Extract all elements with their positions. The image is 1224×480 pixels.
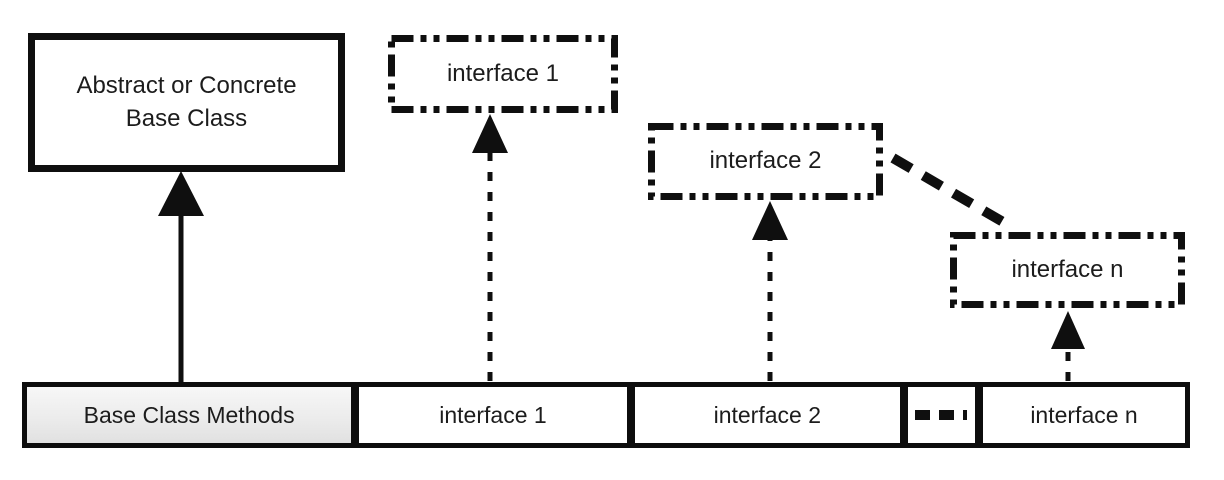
interface-1-label-text: interface 1 [446,59,560,87]
interface-1-realization-arrow [472,114,508,381]
interface-n-box [950,232,1185,308]
interface-2-realization-arrow [752,201,788,381]
base-class-generalization-arrow [158,171,204,383]
base-class-label-line2: Base Class [125,104,248,132]
bottom-bar: Base Class Methods interface 1 interface… [22,382,1190,448]
interface-1-label: interface 1 [391,38,615,110]
interface-2-to-n-connector [890,153,1013,231]
interface-n-realization-arrow [1051,311,1085,381]
interface-2-label-text: interface 2 [709,147,822,175]
interface-1-cell: interface 1 [359,387,627,443]
interface-1-box [388,35,618,113]
base-class-label-line1: Abstract or Concrete [76,72,297,100]
interface-1-cell-label: interface 1 [439,401,547,428]
interface-n-cell: interface n [983,387,1185,443]
ellipsis-dashes-icon [915,410,968,420]
interface-2-label: interface 2 [651,126,880,197]
ellipsis-cell [907,387,976,443]
base-class-methods-label: Base Class Methods [83,401,295,428]
base-class-label: Abstract or Concrete Base Class [31,36,342,169]
interface-n-label-text: interface n [1011,255,1124,283]
interface-n-cell-label: interface n [1030,401,1138,428]
interface-2-box [648,123,883,200]
base-class-box [28,33,345,172]
interface-2-cell: interface 2 [634,387,900,443]
base-class-methods-cell: Base Class Methods [27,387,352,443]
interface-n-label: interface n [953,235,1182,305]
interface-2-cell-label: interface 2 [713,401,821,428]
